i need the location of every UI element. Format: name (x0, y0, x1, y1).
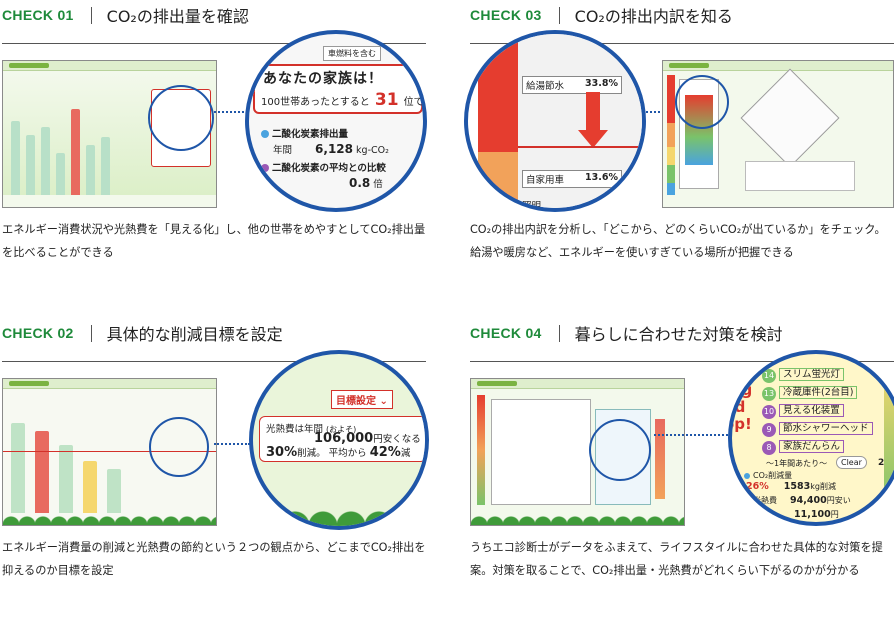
check-01-label: CHECK 01 (2, 7, 74, 23)
app-screenshot-thumbnail (2, 378, 217, 526)
zoom-circle: 給湯節水 33.8% 自家用車 13.6% 照明 (464, 30, 646, 212)
section-rule (470, 43, 894, 44)
per-year-note: 〜1年間あたり〜 (766, 459, 828, 468)
breakdown-row-light: 照明 (522, 201, 542, 212)
rank-value: 31 (374, 90, 399, 110)
zoom-connector (642, 111, 672, 113)
co2-row: 二酸化炭素排出量 (261, 126, 348, 140)
cut-percent: 30% (266, 445, 298, 460)
focus-ring (149, 417, 209, 477)
app-screenshot-thumbnail (470, 378, 685, 526)
co2-reduction-label: CO₂削減量 (744, 470, 792, 481)
chevron-down-icon: ⌄ (379, 396, 388, 407)
check-04-label: CHECK 04 (470, 325, 542, 341)
check-04-section: CHECK 04 暮らしに合わせた対策を検討 ragndop! 14スリム蛍光灯… (470, 318, 894, 582)
avg-percent: 42% (369, 445, 401, 460)
zoom-circle: 目標設定 ⌄ 光熱費は年間 (およそ) 106,000円安くなる 30%削減。 … (249, 350, 429, 530)
rank-unit: 位です (403, 97, 424, 108)
check-02-title: 具体的な削減目標を設定 (106, 325, 283, 344)
check-01-header: CHECK 01 CO₂の排出量を確認 (2, 0, 432, 30)
target-setting-tab[interactable]: 目標設定 ⌄ (331, 390, 393, 409)
co2-value-row: 年間 6,128 kg-CO₂ (273, 142, 389, 156)
section-rule (470, 361, 894, 362)
section-rule (2, 361, 426, 362)
breakdown-row-car: 自家用車 13.6% (522, 170, 622, 188)
header-separator (90, 6, 92, 24)
check-03-section: CHECK 03 CO₂の排出内訳を知る 給湯節水 33.8% 自家用車 13.… (464, 0, 894, 264)
usage-bars (11, 109, 110, 195)
check-04-header: CHECK 04 暮らしに合わせた対策を検討 (470, 318, 894, 348)
family-heading: あなたの家族は！ (263, 71, 383, 87)
check-03-header: CHECK 03 CO₂の排出内訳を知る (470, 0, 894, 30)
header-separator (558, 324, 560, 342)
target-bars (11, 423, 121, 513)
check-03-title: CO₂の排出内訳を知る (574, 7, 733, 26)
zoom-connector (214, 111, 248, 113)
drag-drop-text: ragndop! (731, 381, 753, 433)
section-rule (2, 43, 426, 44)
check-01-description: エネルギー消費状況や光熱費を「見える化」し、他の世帯をめやすとしてCO₂排出量を… (2, 223, 426, 259)
check-01-illustration: 車燃料を含む あなたの家族は！ 100世帯あったとすると 31 位です 二酸化炭… (2, 30, 432, 216)
check-02-section: CHECK 02 具体的な削減目標を設定 目標設定 ⌄ 光熱費は年間 (およ (2, 318, 432, 582)
target-card: 光熱費は年間 (およそ) 106,000円安くなる 30%削減。 平均から 42… (259, 416, 425, 462)
bullet-icon (261, 164, 269, 172)
focus-ring (148, 85, 214, 151)
check-03-description: CO₂の排出内訳を分析し、「どこから、どのくらいCO₂が出ているか」をチェック。… (470, 223, 886, 259)
zoom-connector (654, 434, 732, 436)
app-screenshot-thumbnail (2, 60, 217, 208)
ratio-row: 0.8 倍 (349, 176, 383, 190)
app-screenshot-thumbnail (662, 60, 894, 208)
cost-row: 光熱費 94,400円安い (744, 495, 851, 506)
clear-button[interactable]: Clear (836, 456, 867, 469)
check-02-header: CHECK 02 具体的な削減目標を設定 (2, 318, 432, 348)
breakdown-row-hotwater: 給湯節水 33.8% (522, 76, 622, 94)
compare-row: 二酸化炭素の平均との比較 (261, 160, 386, 174)
check-01-section: CHECK 01 CO₂の排出量を確認 車燃料を含む あなたの家族は！ (2, 0, 432, 264)
co2-reduction-row: 26% 1583kg削減 (746, 481, 836, 492)
header-separator (558, 6, 560, 24)
co2-value: 6,128 (315, 142, 354, 156)
saving-amount: 106,000 (314, 431, 374, 446)
zoom-connector (214, 443, 250, 445)
ratio-value: 0.8 (349, 176, 371, 190)
fuel-row: 燃料 11,100円 (744, 509, 839, 520)
check-04-description: うちエコ診断士がデータをふまえて、ライフスタイルに合わせた具体的な対策を提案。対… (470, 541, 883, 577)
check-02-description: エネルギー消費量の削減と光熱費の節約という２つの観点から、どこまでCO₂排出を抑… (2, 541, 426, 577)
fuel-tab[interactable]: 車燃料を含む (323, 46, 381, 61)
down-arrow-icon (578, 130, 608, 148)
check-02-illustration: 目標設定 ⌄ 光熱費は年間 (およそ) 106,000円安くなる 30%削減。 … (2, 350, 432, 534)
focus-ring (675, 75, 729, 129)
bullet-icon (261, 130, 269, 138)
family-rank-card: あなたの家族は！ 100世帯あったとすると 31 位です (253, 64, 423, 114)
check-02-label: CHECK 02 (2, 325, 74, 341)
check-04-title: 暮らしに合わせた対策を検討 (574, 325, 783, 344)
focus-ring (589, 419, 651, 481)
rank-prefix: 100世帯あったとすると (261, 97, 370, 108)
check-01-title: CO₂の排出量を確認 (106, 7, 249, 26)
check-03-illustration: 給湯節水 33.8% 自家用車 13.6% 照明 (464, 30, 894, 216)
radar-chart (740, 68, 840, 168)
zoom-circle: 車燃料を含む あなたの家族は！ 100世帯あったとすると 31 位です 二酸化炭… (245, 30, 427, 212)
check-03-label: CHECK 03 (470, 7, 542, 23)
header-separator (90, 324, 92, 342)
